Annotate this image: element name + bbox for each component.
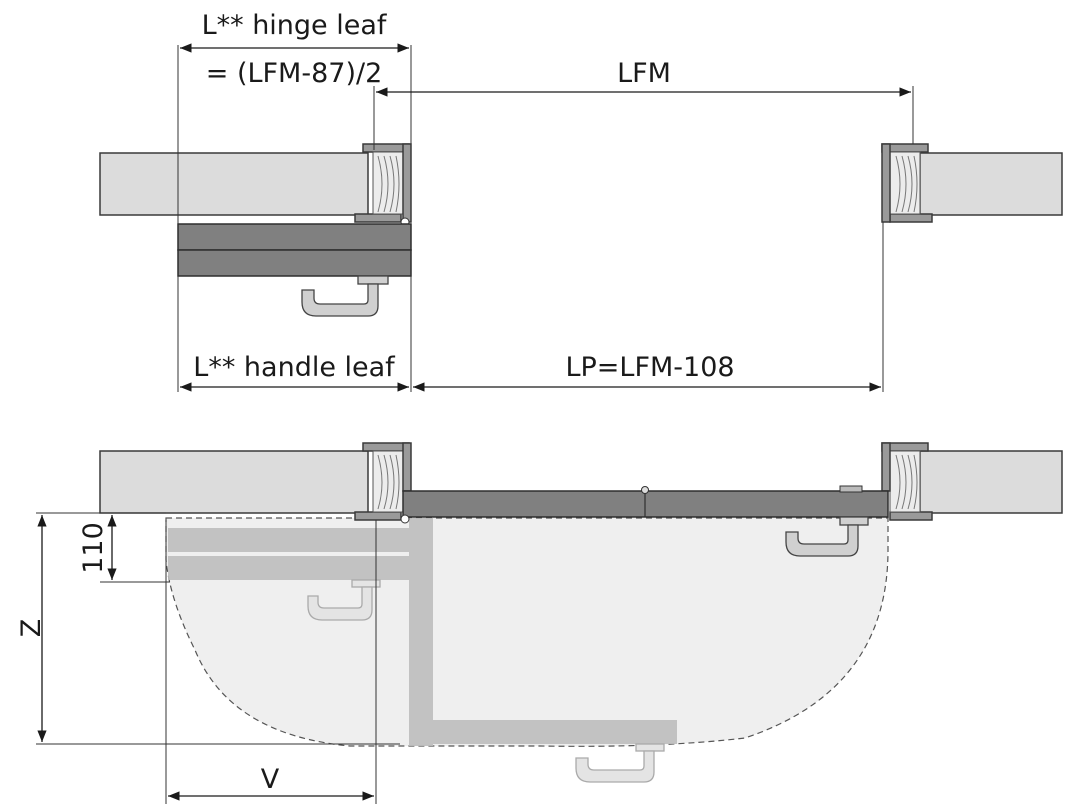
hinge-leaf-label: L** hinge leaf xyxy=(202,10,388,41)
top-view: L** hinge leaf = (LFM-87)/2 LFM L** hand… xyxy=(99,10,1063,392)
right-wall-bottom xyxy=(919,450,1063,514)
pivot-icon xyxy=(641,486,649,494)
left-wall-bottom xyxy=(99,450,369,514)
door-handle-icon xyxy=(785,516,869,557)
hinge-pivot-icon xyxy=(400,514,410,524)
lp-label: LP=LFM-108 xyxy=(565,352,734,383)
right-frame-top xyxy=(881,143,933,223)
left-frame-top xyxy=(354,143,412,227)
swing-area xyxy=(165,517,889,747)
hinge-leaf-panel xyxy=(177,223,412,251)
ghost-leaf-horizontal xyxy=(433,720,677,744)
hinge-formula-label: = (LFM-87)/2 xyxy=(206,58,383,89)
handle-leaf-label: L** handle leaf xyxy=(193,352,396,383)
left-frame-bottom xyxy=(354,442,412,521)
handle-leaf-panel xyxy=(177,249,412,277)
right-frame-bottom xyxy=(881,442,933,521)
dim-v-label: V xyxy=(261,764,280,795)
ghost-leaf-lower xyxy=(168,556,409,580)
right-wall-top xyxy=(919,152,1063,216)
left-wall-top xyxy=(99,152,369,216)
ghost-handle-bottom-icon xyxy=(575,743,665,783)
dim-z-label: Z xyxy=(16,619,47,638)
bottom-view: 110 Z V xyxy=(16,442,1063,804)
dim-110-label: 110 xyxy=(78,522,109,574)
ghost-leaf-vertical xyxy=(409,518,433,746)
handle-icon xyxy=(301,275,389,317)
ghost-leaf-upper xyxy=(168,528,409,552)
lfm-label: LFM xyxy=(617,58,671,89)
ghost-handle-icon xyxy=(307,579,381,621)
